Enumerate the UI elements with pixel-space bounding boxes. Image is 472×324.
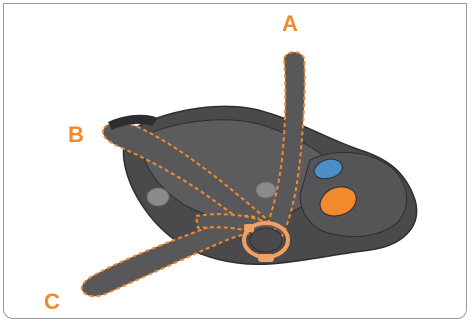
seat-knob-right	[256, 182, 276, 198]
seat-knob-left	[147, 188, 169, 206]
buckle-ring-inner	[250, 228, 282, 252]
strap-tab-1	[244, 224, 254, 232]
strap-tab-2	[258, 254, 274, 262]
label-a: A	[282, 13, 298, 35]
label-b: B	[68, 124, 84, 146]
label-c: C	[44, 291, 60, 313]
